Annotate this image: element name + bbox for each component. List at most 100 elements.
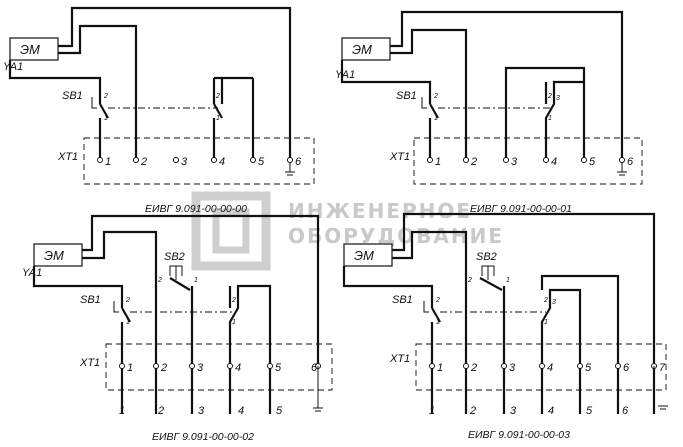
svg-text:3: 3 bbox=[198, 405, 205, 417]
terminal-row: 1 2 3 4 5 6 7 bbox=[429, 362, 666, 374]
svg-text:5: 5 bbox=[586, 405, 593, 417]
diagram-02: ЭМ YA1 SB1 2 1 SB2 2 1 2 1 XT1 1 2 3 4 bbox=[22, 214, 333, 443]
svg-text:1: 1 bbox=[434, 115, 438, 122]
diagram-code: ЕИВГ 9.091-00-00-01 bbox=[470, 203, 572, 215]
sb1-pushbutton-icon bbox=[91, 97, 97, 109]
sb2-contact bbox=[169, 277, 191, 291]
coil-ref-label: YA1 bbox=[3, 61, 23, 73]
svg-text:2: 2 bbox=[467, 277, 472, 284]
svg-text:5: 5 bbox=[258, 156, 265, 168]
terminal-label: XT1 bbox=[57, 151, 78, 163]
switch1-label: SB1 bbox=[80, 294, 101, 306]
svg-text:2: 2 bbox=[469, 405, 476, 417]
terminal-block bbox=[105, 343, 333, 391]
ground-icon bbox=[285, 163, 295, 176]
svg-text:1: 1 bbox=[126, 319, 130, 326]
svg-text:3: 3 bbox=[556, 95, 560, 102]
svg-text:3: 3 bbox=[511, 156, 518, 168]
coil-label: ЭМ bbox=[354, 248, 374, 263]
terminal-label: XT1 bbox=[79, 357, 100, 369]
switch1-label: SB1 bbox=[396, 90, 417, 102]
coil-box bbox=[343, 243, 393, 267]
svg-text:3: 3 bbox=[552, 299, 556, 306]
svg-text:1: 1 bbox=[127, 362, 133, 374]
svg-text:2: 2 bbox=[125, 297, 130, 304]
svg-text:3: 3 bbox=[181, 156, 188, 168]
terminal-label: XT1 bbox=[389, 353, 410, 365]
svg-text:2: 2 bbox=[231, 297, 236, 304]
sb1-pushbutton-icon bbox=[423, 301, 429, 313]
svg-text:6: 6 bbox=[622, 405, 629, 417]
svg-text:1: 1 bbox=[506, 277, 510, 284]
svg-text:1: 1 bbox=[544, 319, 548, 326]
svg-text:4: 4 bbox=[551, 156, 557, 168]
ground-icon bbox=[653, 366, 668, 410]
svg-text:3: 3 bbox=[509, 362, 516, 374]
terminal-row: 1 2 3 4 5 6 bbox=[427, 156, 634, 168]
svg-text:2: 2 bbox=[433, 93, 438, 100]
svg-text:3: 3 bbox=[197, 362, 204, 374]
svg-text:2: 2 bbox=[160, 362, 167, 374]
svg-text:1: 1 bbox=[429, 405, 435, 417]
terminal-block bbox=[413, 137, 643, 185]
sb1-second-contact bbox=[213, 103, 223, 119]
svg-text:6: 6 bbox=[295, 156, 302, 168]
coil-ref-label: YA1 bbox=[22, 267, 42, 279]
svg-text:2: 2 bbox=[157, 405, 164, 417]
svg-text:4: 4 bbox=[219, 156, 225, 168]
switch2-label: SB2 bbox=[476, 251, 497, 263]
svg-text:1: 1 bbox=[435, 156, 441, 168]
svg-text:4: 4 bbox=[238, 405, 244, 417]
ground-icon bbox=[617, 163, 627, 176]
switch2-label: SB2 bbox=[164, 251, 185, 263]
output-row: 1 2 3 4 5 6 bbox=[429, 405, 629, 417]
watermark-logo-icon bbox=[191, 191, 271, 271]
terminal-block bbox=[415, 343, 667, 391]
svg-text:5: 5 bbox=[276, 405, 283, 417]
svg-text:1: 1 bbox=[436, 319, 440, 326]
watermark-line1: ИНЖЕНЕРНОЕ bbox=[288, 199, 472, 223]
svg-text:1: 1 bbox=[104, 115, 108, 122]
diagram-code: ЕИВГ 9.091-00-00-00 bbox=[145, 203, 247, 215]
watermark-line2: ОБОРУДОВАНИЕ bbox=[288, 224, 504, 248]
svg-text:2: 2 bbox=[543, 297, 548, 304]
diagram-code: ЕИВГ 9.091-00-00-03 bbox=[468, 429, 570, 441]
svg-text:1: 1 bbox=[119, 405, 125, 417]
svg-text:4: 4 bbox=[548, 405, 554, 417]
svg-text:2: 2 bbox=[470, 156, 477, 168]
coil-label: ЭМ bbox=[352, 42, 372, 57]
coil-label: ЭМ bbox=[20, 42, 40, 57]
terminal-row: 1 2 3 4 5 6 bbox=[97, 156, 302, 168]
ground-icon bbox=[313, 366, 323, 412]
svg-text:2: 2 bbox=[547, 93, 552, 100]
diagram-00: ЭМ YA1 SB1 2 1 2 1 XT1 1 2 3 4 5 6 bbox=[3, 6, 315, 215]
svg-text:2: 2 bbox=[157, 277, 162, 284]
svg-text:1: 1 bbox=[216, 115, 220, 122]
diagram-03: ЭМ SB1 2 1 SB2 2 1 2 3 1 XT1 1 2 3 4 bbox=[342, 212, 668, 441]
svg-text:1: 1 bbox=[548, 115, 552, 122]
svg-text:1: 1 bbox=[105, 156, 111, 168]
svg-text:4: 4 bbox=[547, 362, 553, 374]
svg-text:6: 6 bbox=[623, 362, 630, 374]
sb1-pushbutton-icon bbox=[421, 97, 427, 109]
svg-text:6: 6 bbox=[627, 156, 634, 168]
wire-coil-to-sb1 bbox=[8, 60, 102, 100]
svg-text:5: 5 bbox=[275, 362, 282, 374]
coil-label: ЭМ bbox=[44, 248, 64, 263]
terminal-row: 1 2 3 4 5 6 bbox=[119, 362, 321, 374]
svg-text:2: 2 bbox=[140, 156, 147, 168]
terminal-block bbox=[83, 137, 315, 185]
svg-text:5: 5 bbox=[589, 156, 596, 168]
svg-text:2: 2 bbox=[470, 362, 477, 374]
svg-text:2: 2 bbox=[435, 297, 440, 304]
terminal-label: XT1 bbox=[389, 151, 410, 163]
switch1-label: SB1 bbox=[62, 90, 83, 102]
wire-coil-to-2 bbox=[58, 24, 138, 160]
coil-ref-label: YA1 bbox=[335, 69, 355, 81]
svg-text:7: 7 bbox=[659, 362, 666, 374]
coil-box bbox=[9, 37, 59, 61]
coil-box bbox=[33, 243, 83, 267]
diagram-code: ЕИВГ 9.091-00-00-02 bbox=[152, 431, 254, 443]
sb1-pushbutton-icon bbox=[113, 301, 119, 313]
